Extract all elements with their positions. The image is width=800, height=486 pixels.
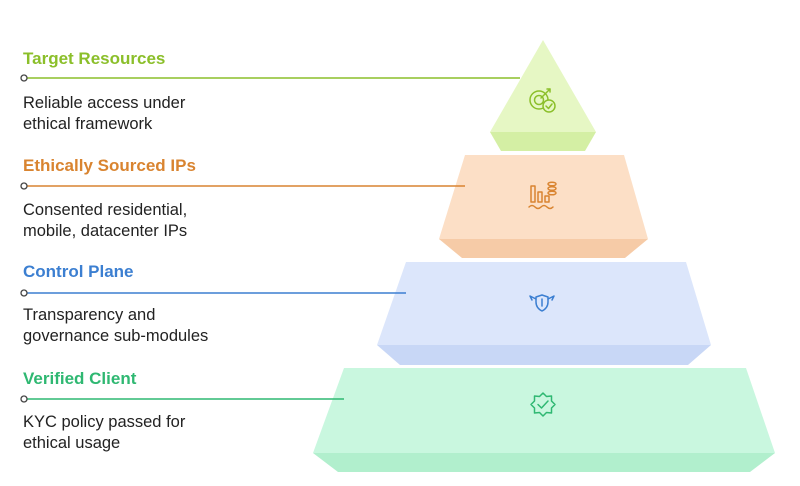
shield-wings-icon xyxy=(529,294,555,312)
tier-desc-line1: Transparency and xyxy=(23,306,155,324)
bar-chart-coins-icon xyxy=(528,181,557,210)
tier-desc-line1: Consented residential, xyxy=(23,201,187,219)
leader-dot xyxy=(20,74,28,82)
tier-underside xyxy=(439,239,648,258)
tier-target-resources: Target Resources Reliable access under e… xyxy=(20,40,596,151)
leader-dot xyxy=(20,182,28,190)
tier-desc-line1: KYC policy passed for xyxy=(23,413,186,431)
tier-title: Control Plane xyxy=(23,262,134,281)
tier-verified-client: Verified Client KYC policy passed for et… xyxy=(20,368,775,472)
tier-underside xyxy=(490,132,596,151)
tier-desc-line1: Reliable access under xyxy=(23,94,186,112)
verified-badge-icon xyxy=(530,392,556,417)
tier-underside xyxy=(377,345,711,365)
tier-title: Verified Client xyxy=(23,369,137,388)
leader-dot xyxy=(20,395,28,403)
tier-top-face xyxy=(377,262,711,345)
tier-title: Ethically Sourced IPs xyxy=(23,156,196,175)
tier-control-plane: Control Plane Transparency and governanc… xyxy=(20,262,711,365)
tier-desc-line2: ethical framework xyxy=(23,115,153,133)
tier-top-face xyxy=(313,368,775,453)
tier-underside xyxy=(313,453,775,472)
tier-top-face xyxy=(439,155,648,239)
tier-ethically-sourced-ips: Ethically Sourced IPs Consented resident… xyxy=(20,155,648,258)
tier-desc-line2: mobile, datacenter IPs xyxy=(23,222,187,240)
tier-top-face xyxy=(490,40,596,132)
tier-title: Target Resources xyxy=(23,49,165,68)
tier-desc-line2: ethical usage xyxy=(23,434,120,452)
leader-dot xyxy=(20,289,28,297)
target-check-icon xyxy=(529,88,556,113)
tier-desc-line2: governance sub-modules xyxy=(23,327,208,345)
